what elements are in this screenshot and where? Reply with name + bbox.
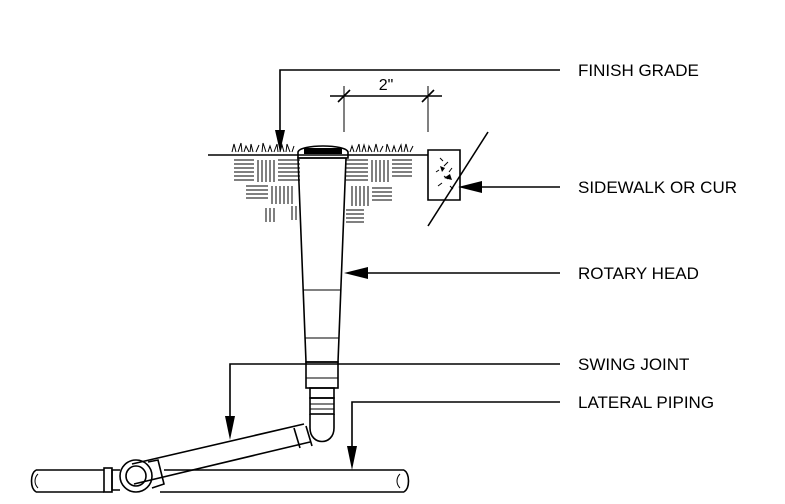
callout-sidewalk: SIDEWALK OR CUR xyxy=(458,178,737,197)
leader-swing-joint xyxy=(229,363,560,418)
callout-rotary-head: ROTARY HEAD xyxy=(344,264,699,283)
leader-lateral-piping xyxy=(351,401,560,446)
arrow-rotary-head xyxy=(344,267,368,279)
arrow-lateral-piping xyxy=(347,446,357,470)
pipe-end-left xyxy=(30,469,37,493)
swing-elbow-top xyxy=(309,414,335,443)
label-sidewalk: SIDEWALK OR CUR xyxy=(578,178,737,197)
lateral-pipe xyxy=(30,469,410,493)
rotary-head-body xyxy=(297,145,349,389)
arrow-swing-joint xyxy=(225,416,235,440)
label-lateral-piping: LATERAL PIPING xyxy=(578,393,714,412)
callout-lateral-piping: LATERAL PIPING xyxy=(347,393,714,470)
callout-swing-joint: SWING JOINT xyxy=(225,355,689,440)
head-casing xyxy=(297,157,347,363)
swing-elbow-bottom xyxy=(119,459,153,493)
head-cap xyxy=(297,145,349,159)
sidewalk-curb xyxy=(427,131,489,227)
dimension-2in: 2" xyxy=(330,77,442,132)
concrete-texture xyxy=(435,157,454,190)
swing-pipe xyxy=(131,423,311,485)
callout-finish-grade: FINISH GRADE xyxy=(275,61,699,152)
label-swing-joint: SWING JOINT xyxy=(578,355,689,374)
leader-finish-grade xyxy=(279,69,560,132)
head-inlet xyxy=(305,361,339,389)
pipe-end-right xyxy=(403,469,410,493)
cap-band xyxy=(304,148,342,154)
grass-left xyxy=(231,142,295,153)
soil-hatch-left xyxy=(234,159,300,222)
curb-block xyxy=(427,149,461,201)
aggregate-marks xyxy=(440,166,452,180)
ground-section xyxy=(208,142,428,223)
label-rotary-head: ROTARY HEAD xyxy=(578,264,699,283)
grass-right xyxy=(349,143,414,153)
dimension-label: 2" xyxy=(379,77,394,94)
arrow-finish-grade xyxy=(275,130,285,152)
label-finish-grade: FINISH GRADE xyxy=(578,61,699,80)
arrow-sidewalk xyxy=(458,181,482,193)
swing-joint-assembly xyxy=(103,387,335,493)
soil-hatch-right xyxy=(346,159,412,223)
curb-break-line xyxy=(427,131,489,227)
